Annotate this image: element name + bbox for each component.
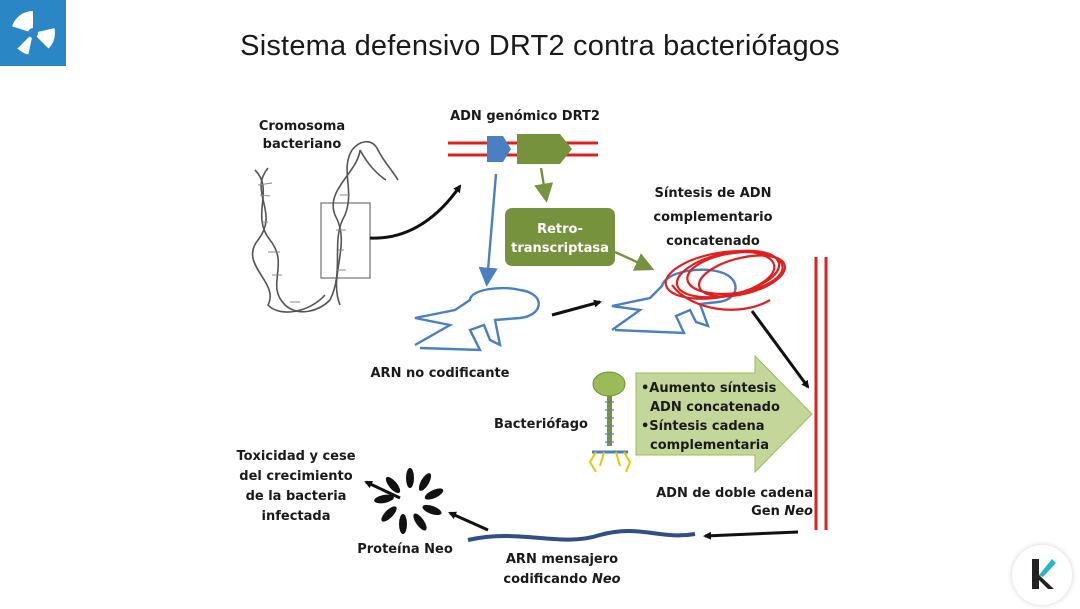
arrow-chromosome-to-dna <box>369 184 462 240</box>
mrna-strand <box>467 529 696 542</box>
mrna-gene-italic: Neo <box>592 572 621 587</box>
effect-line2: ADN concatenado <box>650 400 780 415</box>
arrow-mrna-to-protein <box>448 511 489 532</box>
dsdna-strands <box>814 257 828 530</box>
phage-effect-arrow <box>635 354 813 474</box>
template-rna-structure <box>611 268 737 335</box>
protein-label: Proteína Neo <box>357 542 453 557</box>
ncrna-gene-block <box>487 136 511 162</box>
dsdna-gene-italic: Neo <box>784 504 813 519</box>
arrow-dna-to-rt <box>534 167 554 203</box>
toxicity-label-line1: Toxicidad y cese <box>236 449 355 464</box>
rt-box <box>505 208 615 266</box>
chromosome-label-line1: Cromosoma <box>259 119 345 134</box>
dsdna-gen-text: Gen <box>751 504 784 519</box>
chromosome-selection-box <box>320 202 371 279</box>
mrna-label-line1: ARN mensajero <box>506 552 618 567</box>
cdna-label-line3: concatenado <box>666 234 760 249</box>
arrow-dsdna-to-mrna <box>703 530 799 540</box>
mrna-codificando-text: codificando <box>503 572 592 587</box>
effect-line3: •Síntesis cadena <box>641 419 765 434</box>
arrow-dna-to-ncrna <box>478 173 498 287</box>
effect-line4: complementaria <box>650 438 769 453</box>
brand-logo-right <box>1012 545 1072 605</box>
genomic-dna-label: ADN genómico DRT2 <box>450 109 600 124</box>
arrow-ncrna-to-cdna <box>551 299 602 317</box>
arrow-protein-to-toxicity <box>364 480 401 500</box>
k-logo-icon <box>1032 559 1056 589</box>
dsdna-label-line2: Gen Neo <box>751 504 813 519</box>
ncrna-structure <box>414 286 540 352</box>
bacteriophage-icon <box>588 371 632 473</box>
neo-protein-ring-icon <box>374 468 444 534</box>
chromosome-helix <box>251 140 399 313</box>
cdna-label-line2: complementario <box>653 210 772 225</box>
page-title: Sistema defensivo DRT2 contra bacteriófa… <box>240 30 840 62</box>
dsdna-label-line1: ADN de doble cadena <box>656 486 813 501</box>
chromosome-label-line2: bacteriano <box>263 137 342 152</box>
effect-line1: •Aumento síntesis <box>641 381 777 396</box>
rt-label-line1: Retro- <box>537 222 583 237</box>
propeller-logo-icon <box>9 10 55 57</box>
arrow-rt-to-cdna <box>614 250 655 271</box>
phage-label: Bacteriófago <box>494 417 588 432</box>
cdna-label-line1: Síntesis de ADN <box>655 186 772 201</box>
rt-gene-block <box>517 134 572 164</box>
mrna-label-line2: codificando Neo <box>503 572 620 587</box>
brand-logo-left <box>0 0 66 66</box>
rt-label-line2: transcriptasa <box>511 241 609 256</box>
toxicity-label-line4: infectada <box>262 509 331 524</box>
ncrna-label: ARN no codificante <box>371 366 510 381</box>
toxicity-label-line2: del crecimiento <box>239 469 352 484</box>
arrow-cdna-to-dsdna <box>750 310 810 389</box>
toxicity-label-line3: de la bacteria <box>246 489 347 504</box>
cdna-concatemer-loops <box>664 249 787 311</box>
